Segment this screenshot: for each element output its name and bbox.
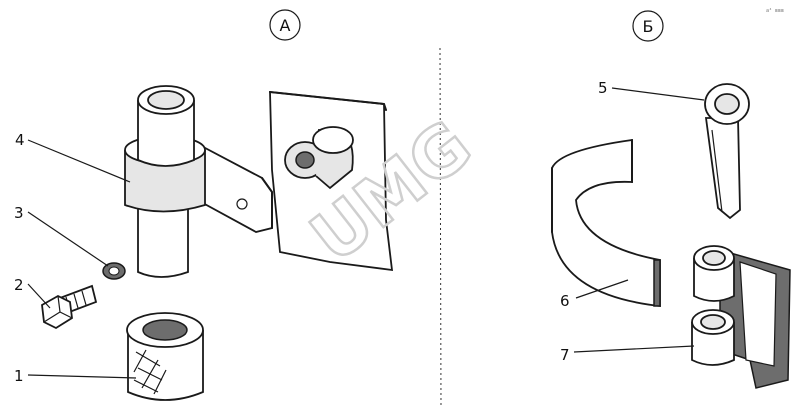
panel-b-label: Б (632, 10, 664, 42)
lock-washer (102, 262, 126, 280)
hinge-assembly (124, 85, 273, 278)
leader-1 (27, 374, 137, 379)
callout-5: 5 (598, 79, 608, 97)
callout-3: 3 (14, 204, 24, 222)
panel-a-letter: А (280, 16, 291, 35)
panel-divider (439, 47, 442, 409)
eye-link (704, 83, 750, 220)
bolt (41, 284, 98, 330)
bushing (126, 312, 204, 401)
leader-6 (575, 279, 629, 299)
callout-6: 6 (560, 292, 570, 310)
leader-2 (27, 283, 51, 309)
callout-2: 2 (14, 276, 24, 294)
panel-b-letter: Б (643, 17, 654, 36)
split-hinge (691, 245, 791, 389)
leader-5 (611, 87, 705, 101)
mounting-plate (269, 90, 394, 272)
callout-7: 7 (560, 346, 570, 364)
corner-mark: a⁴ ʙʙʙ (766, 8, 784, 14)
leader-3 (27, 211, 109, 267)
callout-1: 1 (14, 367, 24, 385)
leader-7 (573, 345, 695, 353)
callout-4: 4 (15, 131, 25, 149)
curved-strap (551, 138, 661, 308)
panel-a-label: А (269, 9, 301, 41)
leader-4 (27, 139, 131, 183)
